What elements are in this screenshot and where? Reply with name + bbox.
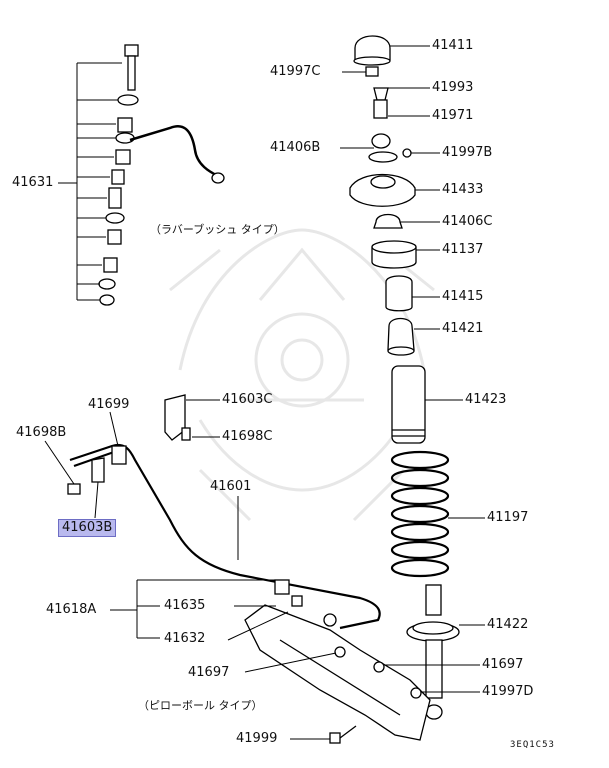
washer-4: [98, 278, 116, 290]
washer-3: [105, 212, 125, 224]
strut-mount-41433: [349, 173, 416, 207]
bushing-41699: [111, 445, 127, 465]
washer-1: [117, 94, 139, 106]
nut-41997D: [410, 687, 422, 699]
nut: [99, 294, 115, 306]
sway-bar-end-tip: [211, 172, 225, 184]
link-bolt-head: [124, 44, 139, 57]
nut-41697-lower: [334, 646, 346, 658]
part-label-41618A[interactable]: 41618A: [46, 602, 97, 617]
part-label-41406C[interactable]: 41406C: [442, 214, 493, 229]
shock-absorber-41422: [406, 584, 460, 720]
lower-arm: [244, 604, 431, 744]
part-label-41699[interactable]: 41699: [88, 397, 130, 412]
bushing-41406C: [373, 213, 403, 229]
nut-41997B: [402, 148, 412, 158]
part-label-41971[interactable]: 41971: [432, 108, 474, 123]
strut-mount-center: [370, 175, 396, 189]
bushing-41406B: [371, 133, 391, 149]
bushing-1: [117, 117, 133, 133]
bump-stop-41415: [385, 275, 413, 312]
note-rubber-bush-type: （ラバーブッシュ タイプ）: [150, 223, 285, 236]
bushing-41635: [274, 579, 290, 595]
bracket-41603B: [91, 457, 105, 483]
dust-cap: [354, 35, 391, 61]
part-label-41603C[interactable]: 41603C: [222, 392, 273, 407]
part-label-41603B-highlighted[interactable]: 41603B: [58, 519, 117, 537]
leader-lines: [44, 45, 485, 740]
upper-sway-bar-end: [129, 125, 219, 178]
note-pillow-ball-type: （ピローボール タイプ）: [138, 699, 263, 712]
nut-41997C: [365, 66, 379, 77]
sleeve-41971: [373, 99, 388, 119]
bolt-41698C: [181, 427, 191, 441]
part-label-41997B[interactable]: 41997B: [442, 145, 493, 160]
bump-rubber-base: [387, 346, 415, 356]
bushing-2: [115, 149, 131, 165]
coil-spring-41197: [390, 450, 450, 578]
part-label-41631[interactable]: 41631: [12, 175, 54, 190]
washer-2: [115, 132, 135, 144]
collar-sleeve: [108, 187, 122, 209]
part-label-41999[interactable]: 41999: [236, 731, 278, 746]
bushing-3: [111, 169, 125, 185]
bushing-4: [107, 229, 122, 245]
part-label-41697-strut[interactable]: 41697: [482, 657, 524, 672]
bump-rubber-41421: [387, 317, 415, 351]
part-label-41697-arm[interactable]: 41697: [188, 665, 230, 680]
sway-bar-link-assembly: [98, 44, 225, 306]
part-label-41698C[interactable]: 41698C: [222, 429, 273, 444]
dust-boot-41423: [391, 365, 426, 444]
part-label-41423[interactable]: 41423: [465, 392, 507, 407]
part-label-41415[interactable]: 41415: [442, 289, 484, 304]
diagram-code: 3EQ1C53: [510, 740, 555, 750]
link-bolt-shaft: [127, 55, 136, 91]
part-label-41698B[interactable]: 41698B: [16, 425, 67, 440]
washer-41993: [373, 87, 389, 101]
sway-bar-bushing-parts: [67, 394, 303, 607]
part-label-41433[interactable]: 41433: [442, 182, 484, 197]
watermark-emblem: [169, 228, 435, 522]
part-label-41411[interactable]: 41411: [432, 38, 474, 53]
part-label-41601[interactable]: 41601: [210, 479, 252, 494]
washer-41632: [291, 595, 303, 607]
part-label-41422[interactable]: 41422: [487, 617, 529, 632]
nut-41697-upper: [373, 661, 385, 673]
part-label-41635[interactable]: 41635: [164, 598, 206, 613]
part-label-41406B[interactable]: 41406B: [270, 140, 321, 155]
strut-parts: [349, 35, 426, 444]
part-label-41997D[interactable]: 41997D: [482, 684, 534, 699]
bushing-5: [103, 257, 118, 273]
part-label-41137[interactable]: 41137: [442, 242, 484, 257]
part-label-41421[interactable]: 41421: [442, 321, 484, 336]
bolt-41698B: [67, 483, 81, 495]
bushing-41406B-base: [368, 151, 398, 163]
bolt-41999: [329, 732, 341, 744]
part-label-41997C[interactable]: 41997C: [270, 64, 321, 79]
part-label-41993[interactable]: 41993: [432, 80, 474, 95]
bracket-41603C: [164, 394, 186, 441]
part-label-41197[interactable]: 41197: [487, 510, 529, 525]
bracket-line-41631: [58, 62, 122, 301]
spring-seat-top: [371, 240, 417, 254]
sway-bar-41601: [69, 443, 381, 630]
part-label-41632[interactable]: 41632: [164, 631, 206, 646]
dust-cap-rim: [353, 56, 391, 66]
